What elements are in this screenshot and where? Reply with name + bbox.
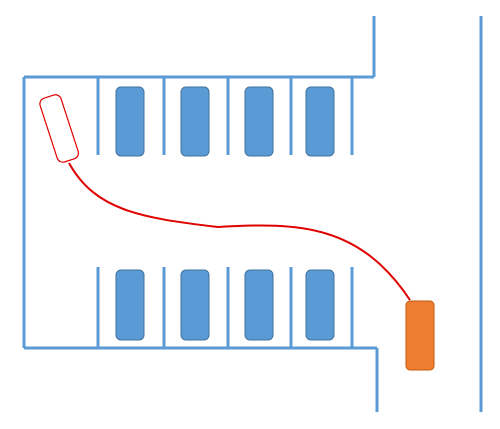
parked-car xyxy=(115,86,145,157)
bottom-row-parked-cars xyxy=(115,269,335,341)
start-car-outline xyxy=(39,94,80,163)
parked-car xyxy=(305,269,335,341)
route-path xyxy=(68,162,411,301)
stall-dividers xyxy=(96,77,354,348)
parked-car xyxy=(244,269,274,341)
parked-car xyxy=(180,86,210,157)
parked-car xyxy=(305,86,335,157)
parked-car xyxy=(180,269,210,341)
lot-walls xyxy=(22,16,483,412)
parked-car xyxy=(244,86,274,157)
top-row-parked-cars xyxy=(115,86,335,157)
target-car xyxy=(405,300,435,371)
parked-car xyxy=(115,269,145,341)
